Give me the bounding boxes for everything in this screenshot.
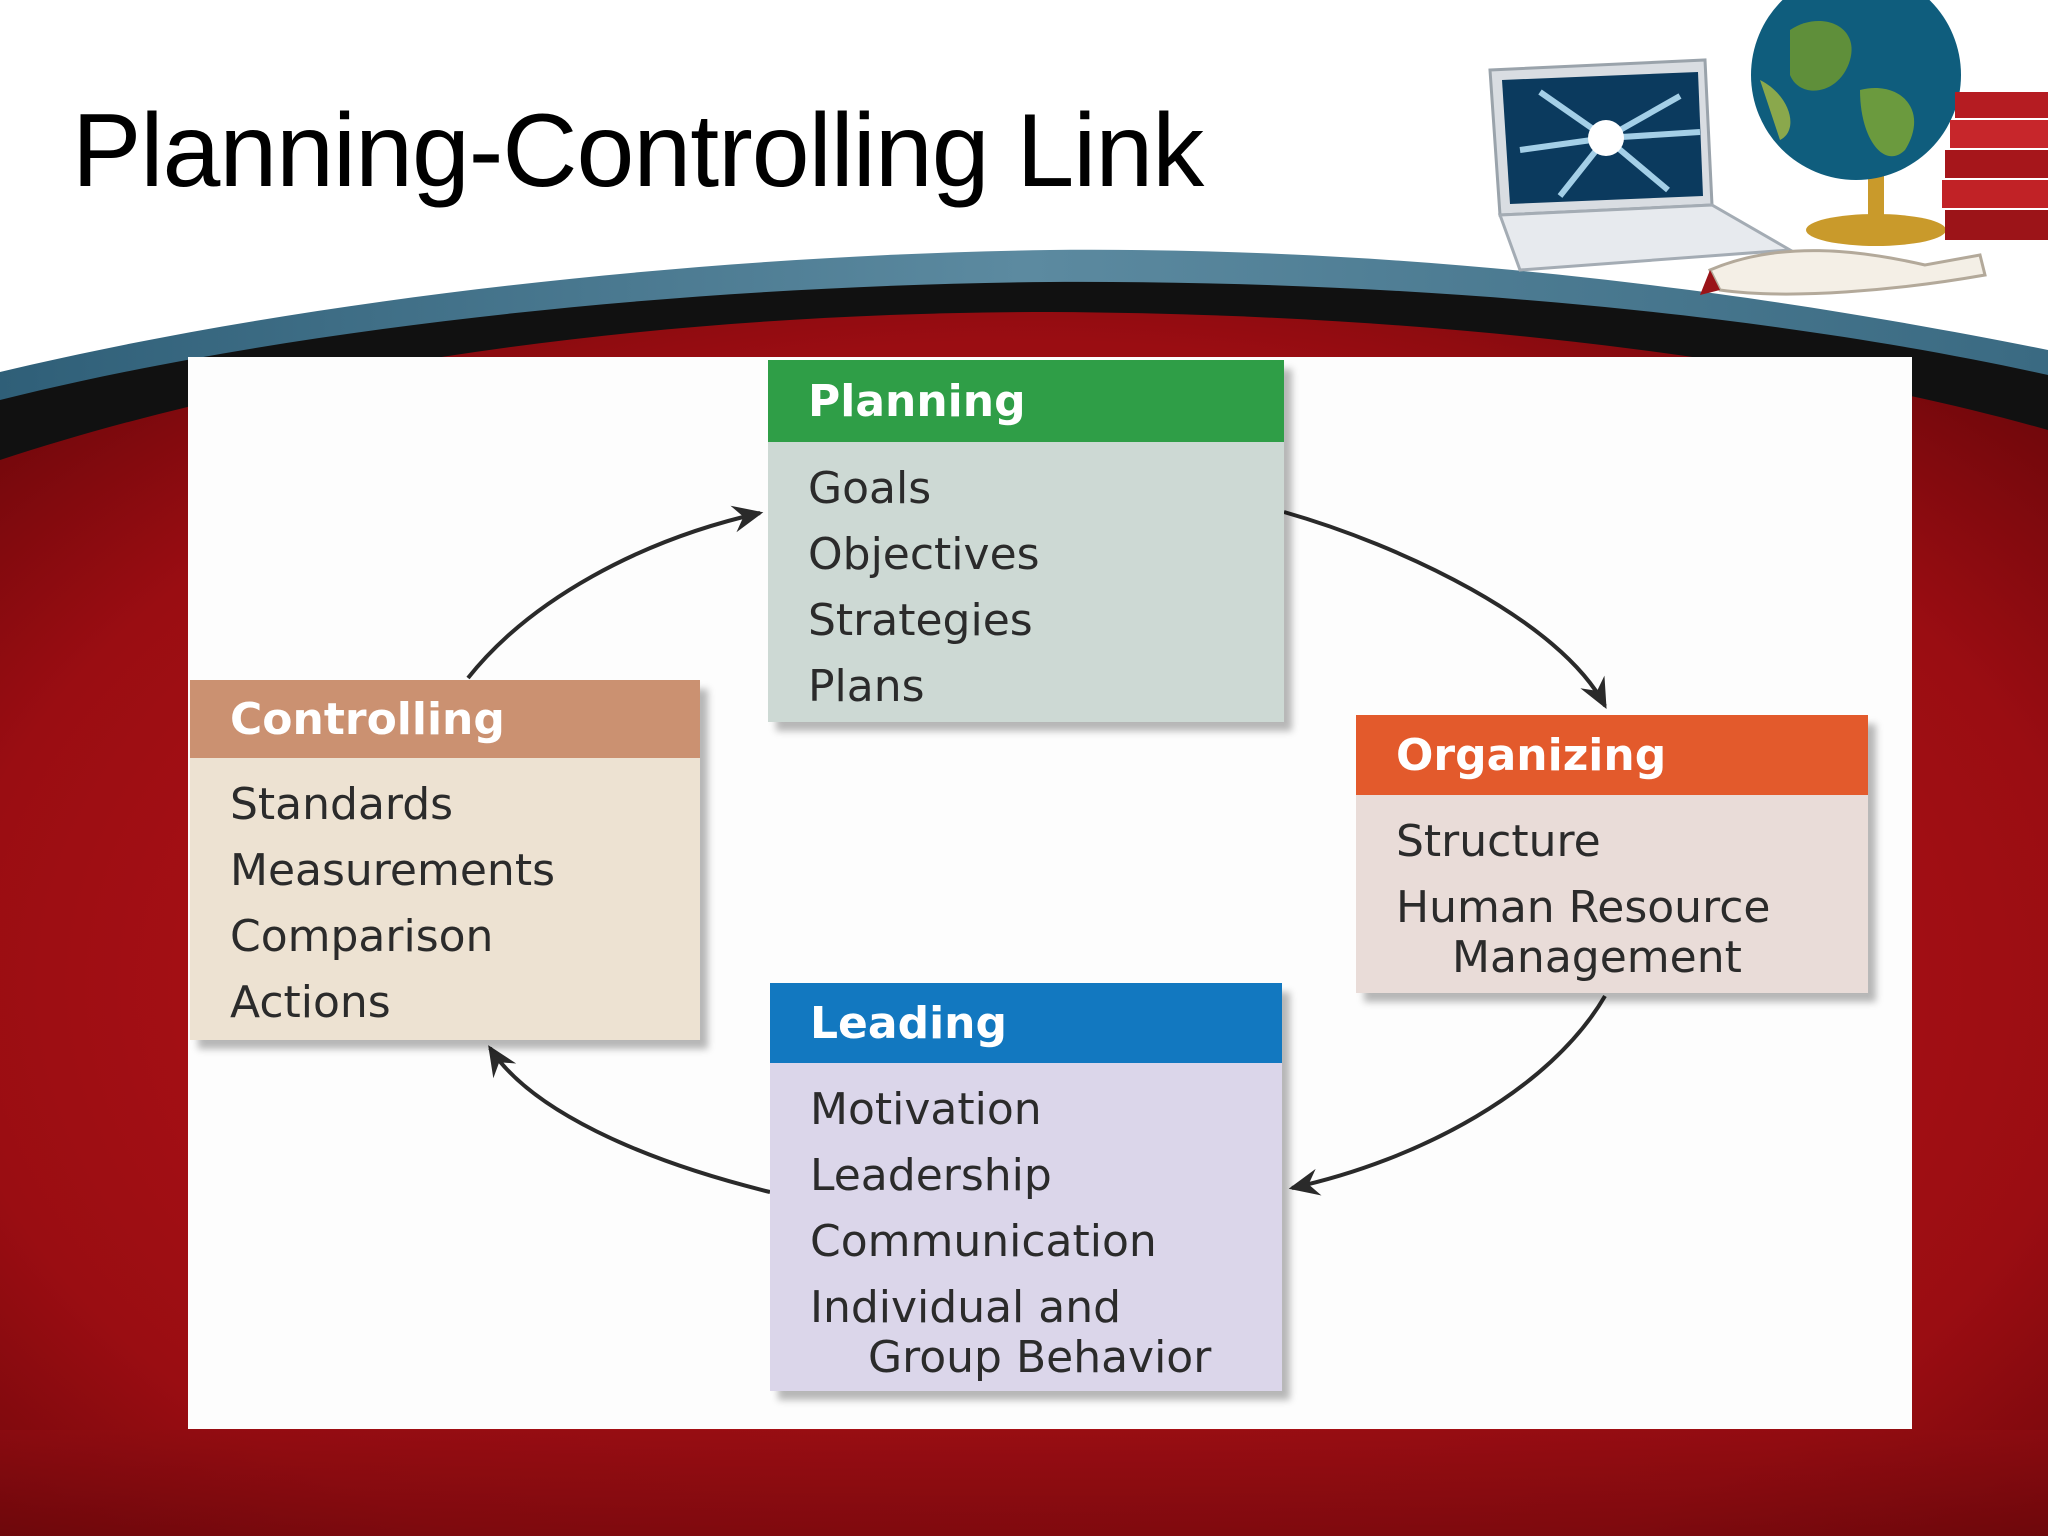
organizing-header: Organizing <box>1356 715 1868 795</box>
leading-item-line2: Group Behavior <box>868 1332 1212 1383</box>
leading-items: Motivation Leadership Communication Indi… <box>770 1063 1282 1391</box>
controlling-item: Actions <box>230 977 391 1028</box>
leading-header: Leading <box>770 983 1282 1063</box>
organizing-item: Structure <box>1396 816 1601 867</box>
controlling-header: Controlling <box>190 680 700 758</box>
arrow-organizing-to-leading <box>1288 994 1607 1196</box>
planning-item: Objectives <box>808 529 1040 580</box>
leading-item: Leadership <box>810 1150 1052 1201</box>
planning-box: Planning Goals Objectives Strategies Pla… <box>768 360 1284 722</box>
planning-header: Planning <box>768 360 1284 442</box>
controlling-item: Standards <box>230 779 454 830</box>
organizing-box: Organizing Structure Human Resource Mana… <box>1356 715 1868 993</box>
planning-items: Goals Objectives Strategies Plans <box>768 442 1284 722</box>
books-icon <box>1700 92 2048 296</box>
planning-item: Plans <box>808 661 925 712</box>
organizing-item-line2: Management <box>1452 932 1742 983</box>
controlling-item: Comparison <box>230 911 494 962</box>
leading-item: Communication <box>810 1216 1157 1267</box>
organizing-item-line1: Human Resource <box>1396 882 1771 933</box>
organizing-item: Human Resource Management <box>1396 875 1868 991</box>
slide-title: Planning-Controlling Link <box>72 93 1204 209</box>
planning-item: Goals <box>808 463 932 514</box>
leading-item-line1: Individual and <box>810 1282 1122 1333</box>
controlling-items: Standards Measurements Comparison Action… <box>190 758 700 1040</box>
leading-box: Leading Motivation Leadership Communicat… <box>770 983 1282 1391</box>
organizing-items: Structure Human Resource Management <box>1356 795 1868 993</box>
globe-icon <box>1751 0 1961 246</box>
controlling-item: Measurements <box>230 845 555 896</box>
leading-item: Individual and Group Behavior <box>810 1275 1282 1391</box>
arrow-controlling-to-planning <box>466 505 764 680</box>
arrow-planning-to-organizing <box>1283 510 1607 710</box>
arrow-leading-to-controlling <box>488 1045 771 1194</box>
leading-item: Motivation <box>810 1084 1042 1135</box>
laptop-icon <box>1488 58 1795 272</box>
planning-item: Strategies <box>808 595 1033 646</box>
controlling-box: Controlling Standards Measurements Compa… <box>190 680 700 1040</box>
